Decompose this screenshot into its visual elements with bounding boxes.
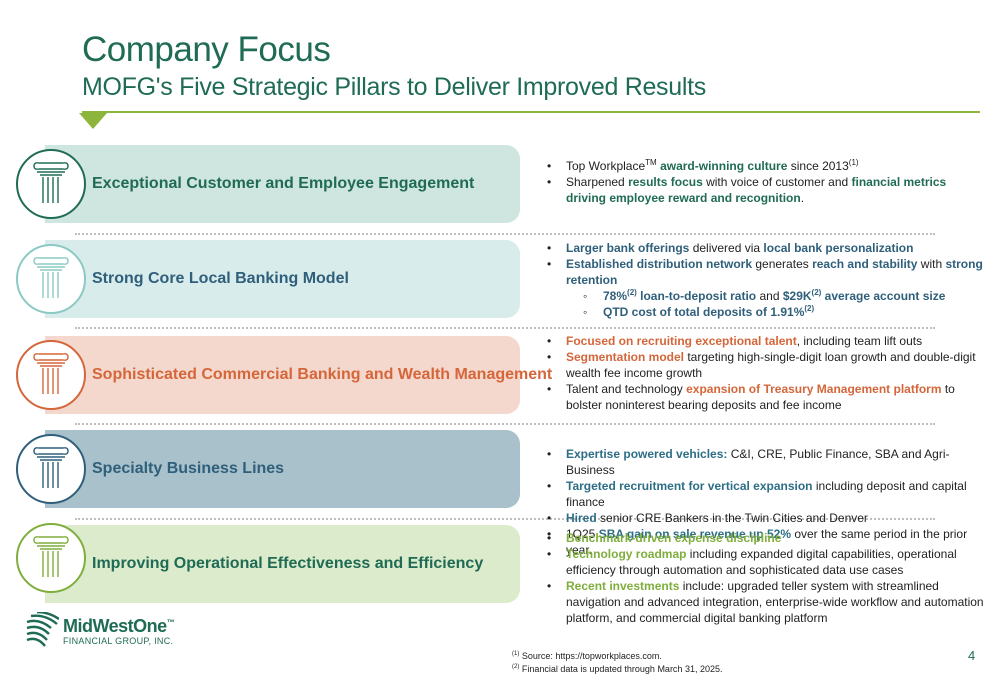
separator [75,423,935,425]
pillar-band-1 [45,145,520,223]
bullet: Established distribution network generat… [547,256,987,288]
bullet: Hired senior CRE Bankers in the Twin Cit… [547,510,987,526]
logo-name: MidWestOne™ [63,615,175,636]
page-subtitle: MOFG's Five Strategic Pillars to Deliver… [82,73,706,101]
pillar-band-5 [45,525,520,603]
company-logo: MidWestOne™ FINANCIAL GROUP, INC. [25,612,175,650]
pillar-circle-5 [16,523,86,593]
bullets-pillar-2: Larger bank offerings delivered via loca… [547,240,987,320]
pillar-column-icon [33,447,69,488]
pillar-band-2 [45,240,520,318]
logo-mark-icon [26,612,59,647]
logo-text: MidWestOne™ FINANCIAL GROUP, INC. [63,615,175,647]
pillar-circle-2 [16,244,86,314]
pillar-circle-4 [16,434,86,504]
bullet: Targeted recruitment for vertical expans… [547,478,987,510]
bullet: Technology roadmap including expanded di… [547,546,987,578]
pillar-label-2: Strong Core Local Banking Model [92,270,349,287]
footnote: (1) Source: https://topworkplaces.com. [512,651,662,661]
bullets-pillar-3: Focused on recruiting exceptional talent… [547,333,987,413]
bullet: Larger bank offerings delivered via loca… [547,240,987,256]
bullets-pillar-1: Top WorkplaceTM award-winning culture si… [547,158,987,206]
pillar-column-icon [33,257,69,298]
pillar-column-icon [33,353,69,394]
logo-subtitle: FINANCIAL GROUP, INC. [63,635,174,646]
page-title: Company Focus [82,30,331,69]
bullet: Segmentation model targeting high-single… [547,349,987,381]
footnotes: (1) Source: https://topworkplaces.com. (… [512,650,722,676]
bullet: Recent investments include: upgraded tel… [547,578,987,626]
pillar-label-4: Specialty Business Lines [92,460,285,477]
bullet: Top WorkplaceTM award-winning culture si… [547,158,987,174]
separator [75,518,935,520]
pillar-band-3 [45,336,520,414]
bullet: Benchmark-driven expense discipline [547,530,987,546]
title-rule-marker [79,113,107,129]
separator [75,233,935,235]
footnote: (2) Financial data is updated through Ma… [512,664,723,674]
pillar-label-5: Improving Operational Effectiveness and … [92,555,484,572]
pillar-circle-1 [16,149,86,219]
title-rule [82,111,980,113]
pillar-band-4 [45,430,520,508]
sub-bullet: QTD cost of total deposits of 1.91%(2) [547,304,987,320]
bullet: Sharpened results focus with voice of cu… [547,174,987,206]
pillar-column-icon [33,536,69,577]
pillar-label-1: Exceptional Customer and Employee Engage… [92,175,475,192]
bullet: Talent and technology expansion of Treas… [547,381,987,413]
bullet: Focused on recruiting exceptional talent… [547,333,987,349]
pillar-column-icon [33,162,69,203]
separator [75,327,935,329]
pillar-label-3: Sophisticated Commercial Banking and Wea… [92,366,553,383]
page-number: 4 [968,648,976,663]
pillar-circle-3 [16,340,86,410]
bullets-pillar-5: Benchmark-driven expense discipline Tech… [547,530,987,626]
bullet: Expertise powered vehicles: C&I, CRE, Pu… [547,446,987,478]
sub-bullet: 78%(2) loan-to-deposit ratio and $29K(2)… [547,288,987,304]
